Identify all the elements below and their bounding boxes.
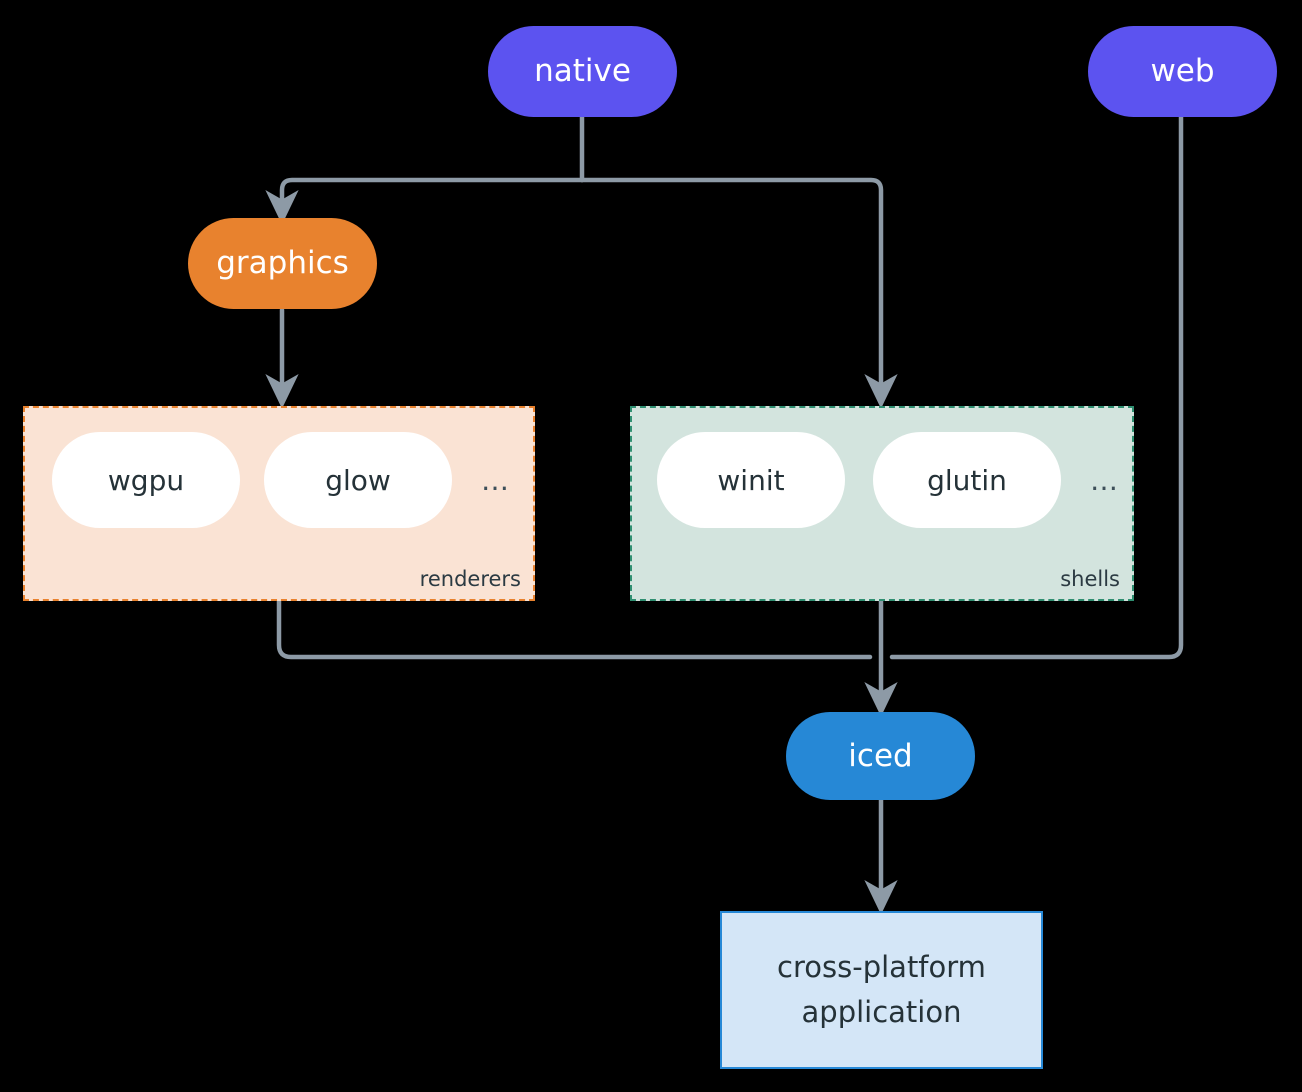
edge-native-to-graphics (265, 177, 585, 225)
application-label-line2: application (801, 995, 962, 1029)
node-native-label: native (534, 53, 631, 90)
group-shells-label: shells (1060, 567, 1120, 591)
node-glutin[interactable]: glutin (873, 432, 1061, 528)
edge-native-to-shells (579, 177, 898, 409)
node-glow[interactable]: glow (264, 432, 452, 528)
node-cross-platform-application[interactable]: cross-platform application (720, 911, 1043, 1069)
node-native[interactable]: native (488, 26, 677, 117)
edge-renderers-to-iced (276, 598, 873, 660)
node-web-label: web (1150, 53, 1215, 90)
node-glow-label: glow (325, 463, 391, 497)
node-graphics[interactable]: graphics (188, 218, 377, 309)
shells-overflow-ellipsis: … (1090, 464, 1119, 497)
node-graphics-label: graphics (216, 245, 349, 282)
node-wgpu[interactable]: wgpu (52, 432, 240, 528)
node-iced[interactable]: iced (786, 712, 975, 800)
node-winit-label: winit (717, 463, 785, 497)
node-iced-label: iced (848, 737, 913, 774)
group-renderers: wgpu glow … renderers (23, 406, 535, 601)
node-winit[interactable]: winit (657, 432, 845, 528)
application-label-line1: cross-platform (777, 950, 986, 985)
renderers-overflow-ellipsis: … (481, 464, 510, 497)
node-web[interactable]: web (1088, 26, 1277, 117)
node-wgpu-label: wgpu (107, 463, 185, 497)
group-shells: winit glutin … shells (630, 406, 1134, 601)
group-renderers-label: renderers (419, 567, 521, 591)
node-glutin-label: glutin (927, 463, 1007, 497)
